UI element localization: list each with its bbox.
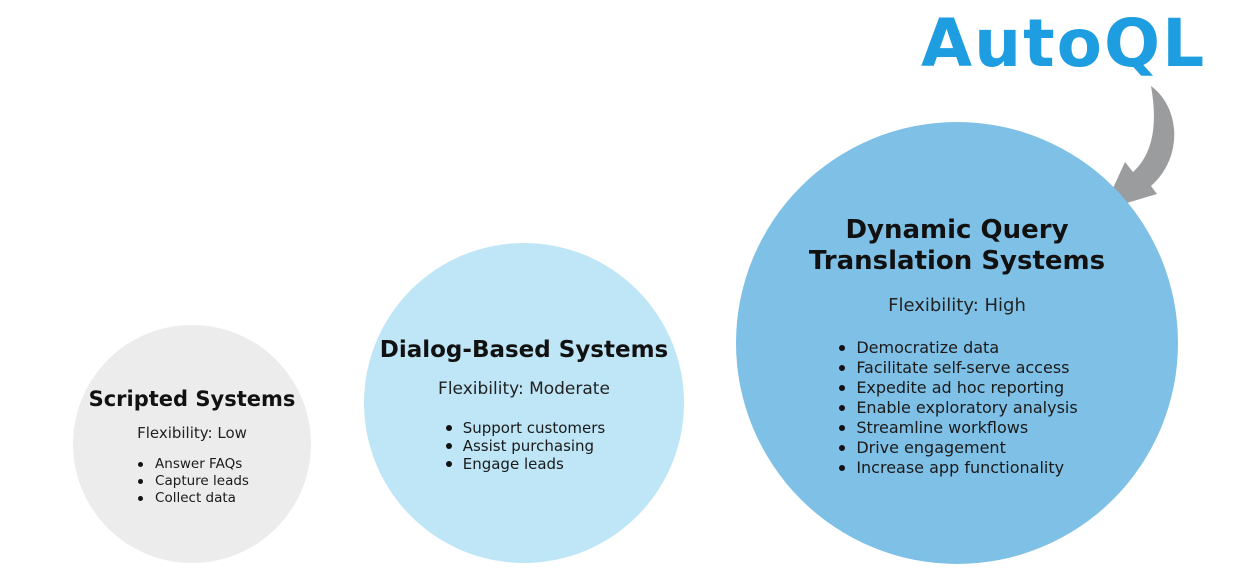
autoql-logo: AutoQL — [921, 5, 1206, 76]
bullet-item: Facilitate self-serve access — [836, 358, 1077, 378]
dialog-based-systems-bullets: Support customers Assist purchasing Enga… — [443, 419, 606, 473]
bullet-item: Answer FAQs — [135, 456, 249, 473]
dynamic-query-title-line-2: Translation Systems — [808, 246, 1106, 276]
dynamic-query-title-line-1: Dynamic Query — [845, 215, 1069, 245]
bullet-item: Streamline workflows — [836, 418, 1077, 438]
dialog-based-systems-flexibility: Flexibility: Moderate — [438, 378, 610, 399]
bullet-item: Increase app functionality — [836, 458, 1077, 478]
dynamic-query-systems-title: Dynamic Query Translation Systems — [736, 215, 1178, 277]
bullet-item: Capture leads — [135, 473, 249, 490]
bullet-item: Assist purchasing — [443, 437, 606, 455]
bullet-item: Drive engagement — [836, 438, 1077, 458]
curved-arrow-icon — [1103, 86, 1175, 210]
autoql-logo-text: AutoQL — [921, 5, 1206, 76]
dialog-based-systems-circle: Dialog-Based Systems Flexibility: Modera… — [364, 243, 684, 563]
bullet-item: Collect data — [135, 490, 249, 507]
bullet-item: Democratize data — [836, 338, 1077, 358]
dialog-based-systems-title: Dialog-Based Systems — [379, 337, 669, 363]
scripted-systems-circle: Scripted Systems Flexibility: Low Answer… — [73, 325, 311, 563]
scripted-systems-flexibility: Flexibility: Low — [137, 424, 247, 443]
bullet-item: Support customers — [443, 419, 605, 437]
dynamic-query-systems-flexibility: Flexibility: High — [888, 295, 1026, 316]
bullet-item: Expedite ad hoc reporting — [836, 378, 1077, 398]
dynamic-query-systems-bullets: Democratize data Facilitate self-serve a… — [836, 338, 1078, 478]
bullet-item: Engage leads — [443, 455, 606, 473]
bullet-item: Enable exploratory analysis — [836, 398, 1078, 418]
scripted-systems-title: Scripted Systems — [88, 387, 296, 411]
scripted-systems-bullets: Answer FAQs Capture leads Collect data — [135, 456, 249, 507]
dynamic-query-systems-circle: Dynamic Query Translation Systems Flexib… — [736, 122, 1178, 564]
